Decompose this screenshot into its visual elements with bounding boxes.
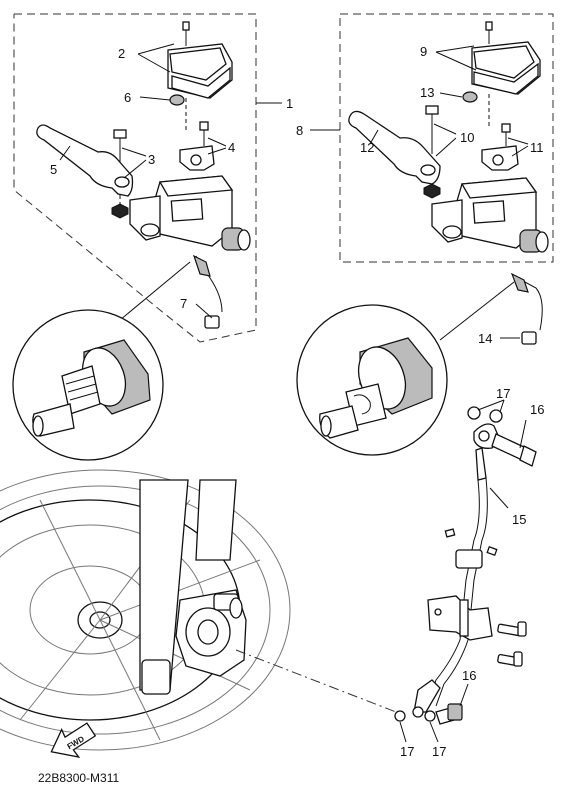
reservoir-cap-right <box>471 21 541 128</box>
handlebar-holder <box>179 121 215 171</box>
bracket-bolt-2 <box>497 651 523 667</box>
diagram-code: 22B8300-M311 <box>38 771 119 785</box>
detail-circle-left <box>12 261 191 461</box>
handlebar-holder-right <box>481 123 519 171</box>
callout-2: 2 <box>118 46 125 61</box>
brake-hose <box>412 406 537 718</box>
union-bolt-upper <box>491 433 537 467</box>
diaphragm-plate <box>169 94 185 106</box>
callout-9: 9 <box>420 44 427 59</box>
callout-6: 6 <box>124 90 131 105</box>
callout-16-lower: 16 <box>462 668 476 683</box>
brake-caliper <box>175 589 247 677</box>
brake-lever-right <box>348 110 441 185</box>
callout-8: 8 <box>296 123 303 138</box>
callout-17-lower-left: 17 <box>400 744 414 759</box>
left-master-cylinder-assembly <box>13 13 282 343</box>
callout-12: 12 <box>360 140 374 155</box>
brake-switch <box>192 254 223 329</box>
upper-washer-1 <box>467 406 481 420</box>
diaphragm-plate-right <box>462 91 478 103</box>
callout-17-upper: 17 <box>496 386 510 401</box>
right-master-cylinder-assembly <box>310 13 554 345</box>
brake-lever <box>36 124 134 197</box>
callout-13: 13 <box>420 85 434 100</box>
callout-15: 15 <box>512 512 526 527</box>
brake-switch-right <box>510 272 543 345</box>
master-cylinder-body <box>129 175 251 251</box>
callout-7: 7 <box>180 296 187 311</box>
callout-11: 11 <box>530 140 544 155</box>
callout-3: 3 <box>148 152 155 167</box>
lower-washer-2 <box>424 710 436 722</box>
bracket-bolt-1 <box>497 621 527 637</box>
reservoir-cap <box>167 21 233 130</box>
forward-direction-arrow: FWD <box>50 722 97 759</box>
union-bolt-lower <box>435 703 463 725</box>
callout-14: 14 <box>478 331 492 346</box>
lower-washer-1 <box>394 710 406 722</box>
master-cylinder-body-right <box>431 177 549 253</box>
front-fork <box>139 479 237 695</box>
callout-16-upper: 16 <box>530 402 544 417</box>
hose-clamp <box>455 549 483 569</box>
callout-labels: 1 2 3 4 5 6 7 8 9 10 11 12 13 14 15 16 1… <box>50 44 544 759</box>
upper-washer-2 <box>489 409 503 423</box>
callout-4: 4 <box>228 140 235 155</box>
callout-10: 10 <box>460 130 474 145</box>
callout-17-lower-right: 17 <box>432 744 446 759</box>
callout-1: 1 <box>286 96 293 111</box>
detail-circle-right <box>296 281 515 456</box>
callout-leaders <box>59 43 529 743</box>
callout-5: 5 <box>50 162 57 177</box>
